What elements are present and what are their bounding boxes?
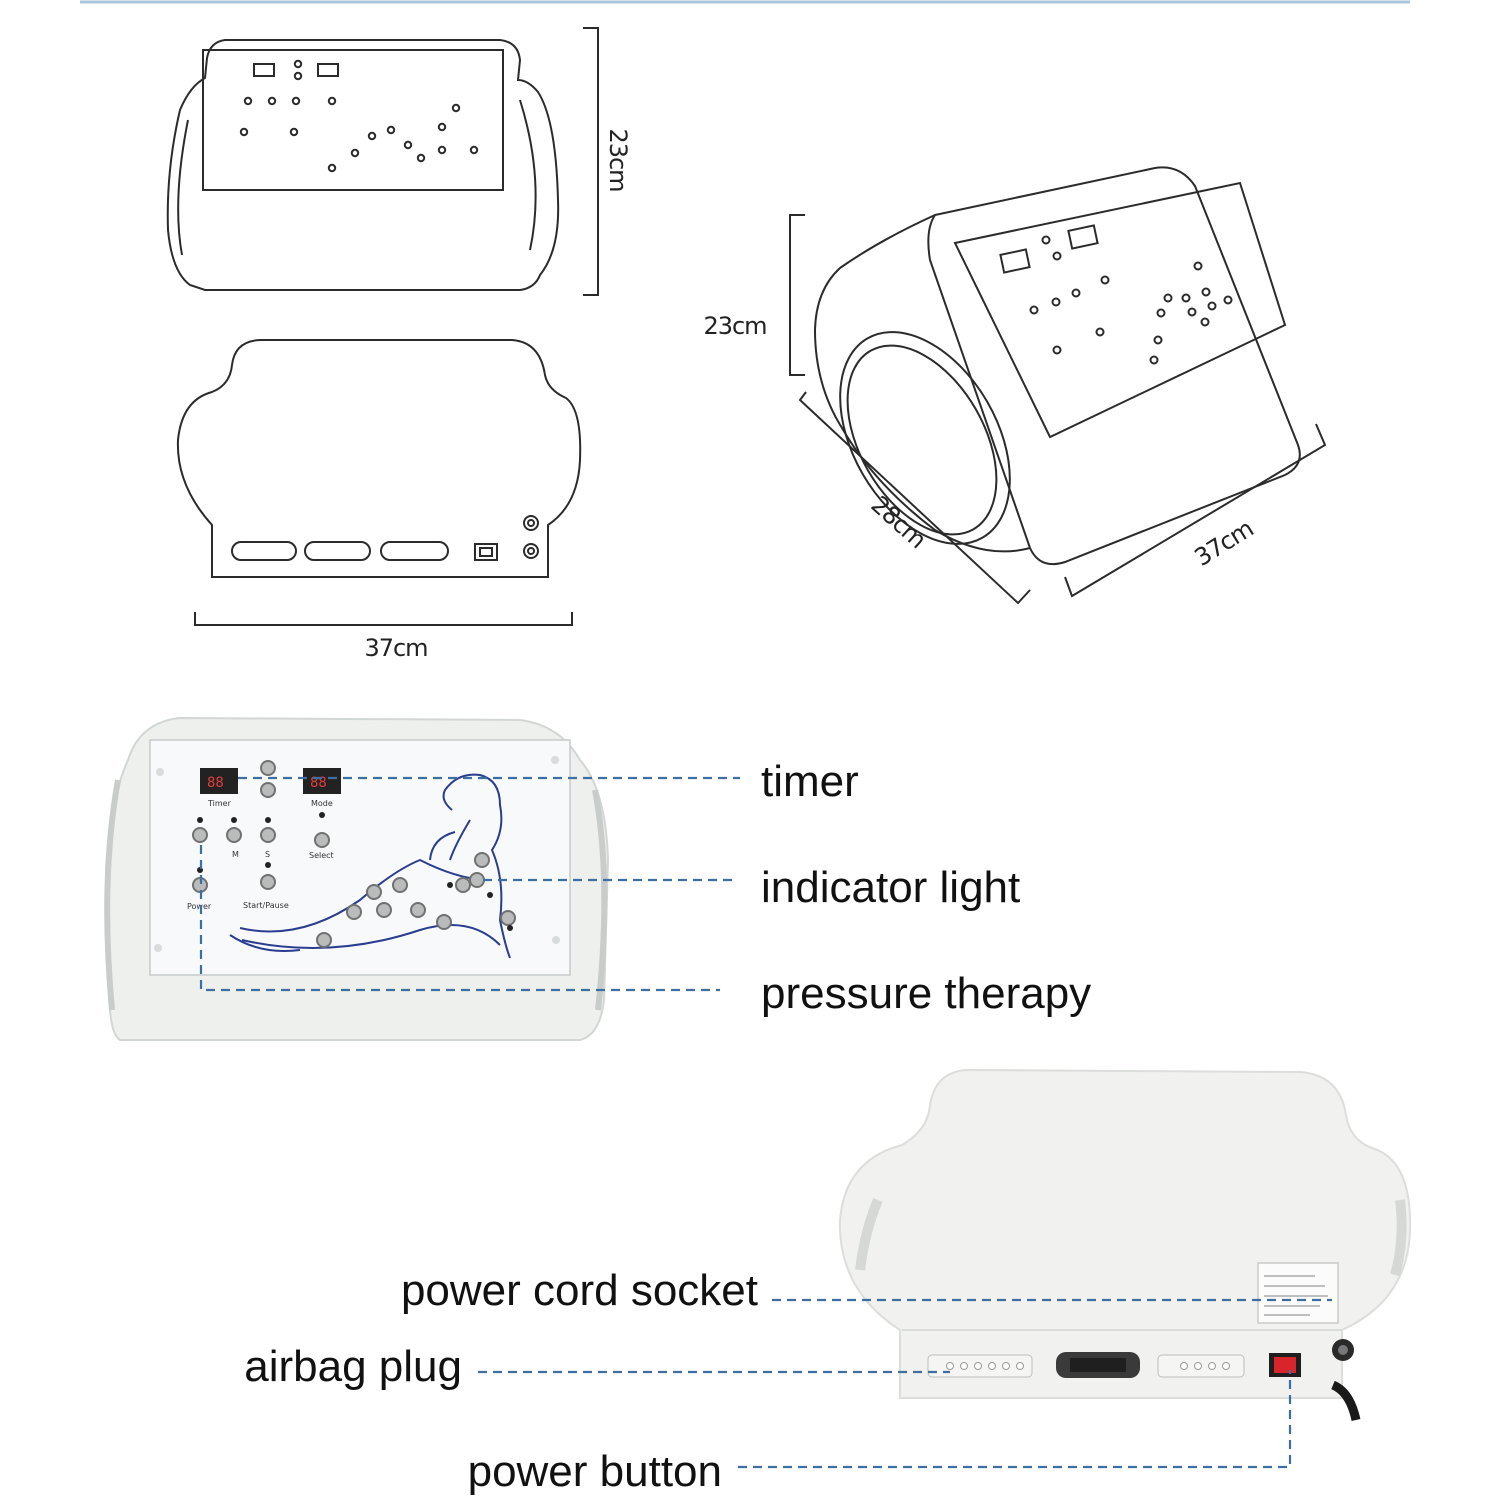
panel-button[interactable] — [192, 827, 208, 843]
front-device-photo: 88 88 Timer Mode M S Select Power Start/… — [104, 716, 610, 1041]
rear-callout-lines — [478, 1298, 1332, 1469]
iso-width-label: 37cm — [1190, 515, 1258, 572]
airbag-port-pin — [1222, 1362, 1230, 1370]
indicator-led — [265, 862, 271, 868]
back-width-label: 37cm — [364, 634, 427, 662]
front-view-drawing: 23cm — [166, 27, 632, 296]
iso-height-label: 23cm — [703, 312, 766, 340]
callout-timer: timer — [761, 757, 859, 806]
panel-button[interactable] — [410, 902, 426, 918]
panel-button[interactable] — [260, 827, 276, 843]
airbag-port-pin — [1002, 1362, 1010, 1370]
panel-button[interactable] — [392, 877, 408, 893]
airbag-port-pin — [1194, 1362, 1202, 1370]
front-callout-lines — [199, 776, 740, 992]
indicator-led — [319, 812, 325, 818]
airbag-port-pin — [946, 1362, 954, 1370]
airbag-port-pin — [1180, 1362, 1188, 1370]
isometric-panel-marks — [999, 224, 1233, 365]
callout-power-cord-socket: power cord socket — [401, 1266, 758, 1315]
airbag-port-pin — [960, 1362, 968, 1370]
airbag-port-pin — [1016, 1362, 1024, 1370]
panel-power-label: Power — [187, 902, 212, 911]
panel-button[interactable] — [474, 852, 490, 868]
indicator-led — [197, 817, 203, 823]
panel-button[interactable] — [500, 910, 516, 926]
panel-s-label: S — [265, 850, 270, 859]
rear-port-pins — [946, 1362, 1230, 1370]
front-view-panel-marks — [239, 59, 479, 173]
airbag-port-pin — [988, 1362, 996, 1370]
panel-select-label: Select — [309, 851, 334, 860]
front-height-label: 23cm — [604, 128, 632, 191]
panel-button[interactable] — [260, 782, 276, 798]
panel-button[interactable] — [376, 902, 392, 918]
indicator-led — [231, 817, 237, 823]
indicator-led — [265, 817, 271, 823]
indicator-led — [487, 892, 493, 898]
indicator-led — [507, 925, 513, 931]
panel-m-label: M — [232, 850, 239, 859]
panel-button[interactable] — [346, 904, 362, 920]
panel-button[interactable] — [436, 914, 452, 930]
svg-text:88: 88 — [207, 775, 224, 791]
panel-button[interactable] — [469, 872, 485, 888]
rear-device-photo — [838, 1068, 1412, 1422]
panel-mode-label: Mode — [311, 799, 333, 808]
panel-start-pause-label: Start/Pause — [243, 901, 289, 910]
back-view-drawing: 37cm — [176, 339, 582, 662]
callout-indicator-light: indicator light — [761, 863, 1020, 912]
airbag-port-pin — [974, 1362, 982, 1370]
panel-timer-label: Timer — [207, 799, 232, 808]
panel-button[interactable] — [366, 884, 382, 900]
isometric-drawing: 23cm 28cm 37cm — [703, 166, 1327, 605]
panel-button[interactable] — [226, 827, 242, 843]
indicator-led — [447, 882, 453, 888]
panel-button[interactable] — [455, 877, 471, 893]
front-panel-buttons — [192, 760, 516, 948]
airbag-port-pin — [1208, 1362, 1216, 1370]
callout-airbag-plug: airbag plug — [244, 1342, 462, 1391]
panel-button[interactable] — [314, 832, 330, 848]
callout-pressure-therapy: pressure therapy — [761, 969, 1091, 1018]
panel-button[interactable] — [316, 932, 332, 948]
panel-button[interactable] — [260, 874, 276, 890]
panel-button[interactable] — [260, 760, 276, 776]
callout-power-button: power button — [468, 1447, 722, 1496]
